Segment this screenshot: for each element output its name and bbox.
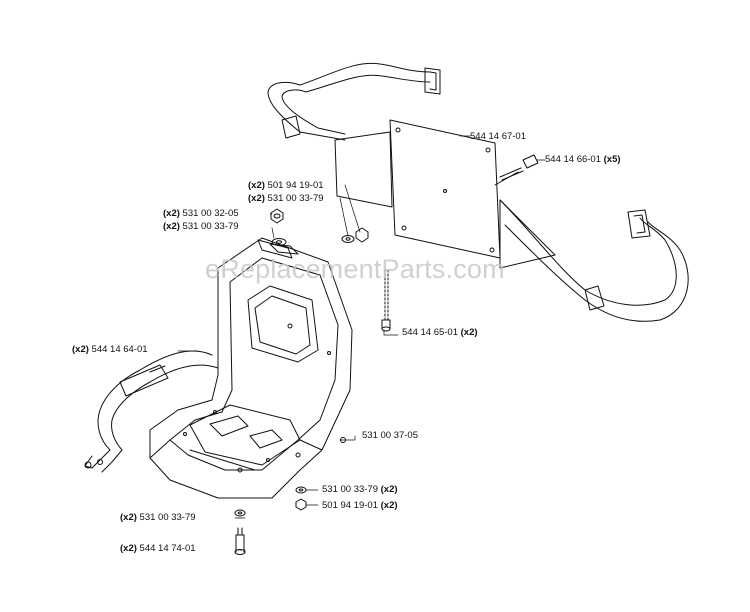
part-number: 544 14 67-01: [470, 131, 526, 142]
quantity: (x5): [603, 154, 621, 165]
part-number: 544 14 65-01: [402, 327, 458, 338]
quantity: (x2): [248, 193, 265, 204]
callout-washer-top: (x2) 531 00 33-79: [248, 193, 324, 204]
callout-washer-bottom: 531 00 33-79 (x2): [322, 484, 398, 495]
callout-washer-left: (x2) 531 00 33-79: [163, 221, 239, 232]
part-number: 531 00 33-79: [267, 193, 324, 204]
callout-washer-lower: (x2) 531 00 33-79: [120, 512, 196, 523]
part-number: 544 14 64-01: [91, 344, 148, 355]
part-number: 531 00 37-05: [362, 430, 418, 441]
quantity: (x2): [460, 327, 478, 338]
quantity: (x2): [380, 484, 398, 495]
callout-bolt-bottom: (x2) 544 14 74-01: [120, 543, 196, 554]
upper-hardware: [270, 209, 368, 254]
upper-harness-strap: [268, 63, 688, 321]
part-number: 531 00 32-05: [182, 208, 239, 219]
quantity: (x2): [120, 543, 137, 554]
part-number: 544 14 74-01: [139, 543, 196, 554]
part-number: 544 14 66-01: [545, 154, 601, 165]
lower-hardware: [235, 487, 306, 555]
quantity: (x2): [72, 344, 89, 355]
quantity: (x2): [163, 221, 180, 232]
waist-strap: [85, 351, 218, 472]
quantity: (x2): [380, 500, 398, 511]
part-number: 531 00 33-79: [322, 484, 378, 495]
part-number: 531 00 33-79: [182, 221, 239, 232]
callout-nut-top: (x2) 501 94 19-01: [248, 180, 324, 191]
backpack-frame: [150, 238, 352, 498]
watermark: eReplacementParts.com: [205, 254, 505, 284]
part-number: 531 00 33-79: [139, 512, 196, 523]
callout-bushing: (x2) 531 00 32-05: [163, 208, 239, 219]
callout-plate: 544 14 67-01: [470, 131, 526, 142]
callout-bolt-mid: 544 14 65-01 (x2): [402, 327, 478, 338]
quantity: (x2): [120, 512, 137, 523]
quantity: (x2): [163, 208, 180, 219]
part-number: 501 94 19-01: [322, 500, 378, 511]
callout-frame: 531 00 37-05: [362, 430, 418, 441]
callout-plate-screw: 544 14 66-01 (x5): [545, 154, 621, 165]
plate-screw: [500, 155, 538, 180]
part-number: 501 94 19-01: [267, 180, 324, 191]
callout-nut-bottom: 501 94 19-01 (x2): [322, 500, 398, 511]
middle-bolt: [382, 270, 390, 331]
quantity: (x2): [248, 180, 265, 191]
callout-strap-left: (x2) 544 14 64-01: [72, 344, 148, 355]
leader-lines: [178, 136, 545, 550]
back-plate: [335, 120, 555, 268]
